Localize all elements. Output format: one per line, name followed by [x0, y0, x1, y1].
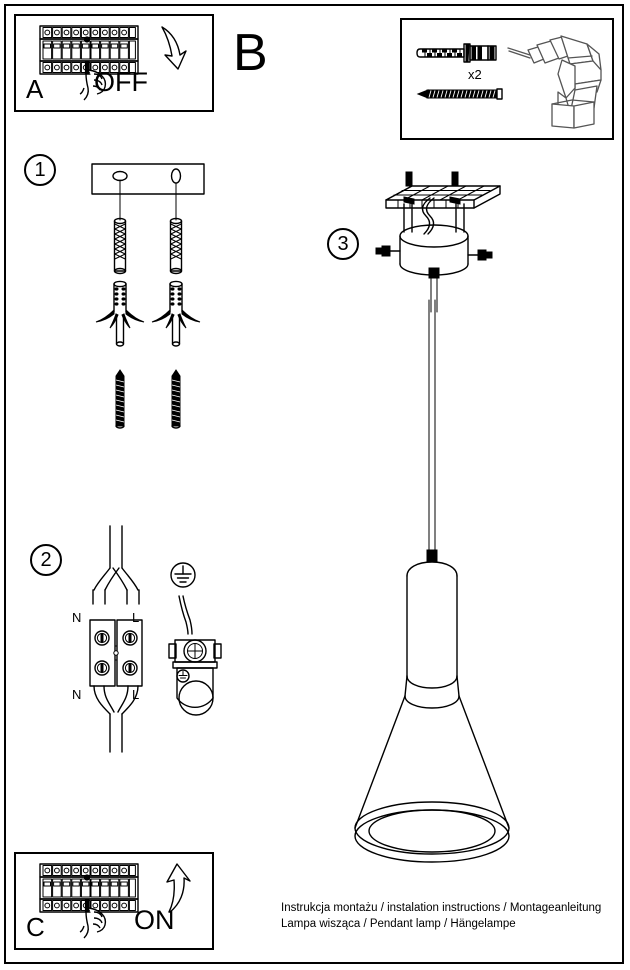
terminal-label-top-n: N — [72, 610, 82, 625]
step-2-wiring-diagram — [72, 524, 162, 754]
screw-icon — [416, 86, 516, 102]
electric-drill-icon — [506, 30, 610, 134]
terminal-label-top-l: L — [132, 610, 140, 625]
panel-power-on: C ON — [14, 852, 214, 950]
panel-power-off: A OFF — [14, 14, 214, 112]
earth-ground-connector-diagram — [165, 560, 235, 740]
terminal-label-bottom-n: N — [72, 687, 82, 702]
canopy-screw-left — [375, 245, 401, 257]
screw-right — [171, 369, 181, 429]
suspension-cable — [426, 299, 438, 563]
arrow-down-icon — [144, 24, 194, 76]
caption-block: Instrukcja montażu / instalation instruc… — [281, 900, 621, 932]
wall-plug-icon — [416, 40, 506, 66]
panel-b-letter: B — [233, 24, 268, 82]
panel-tools: x2 — [400, 18, 614, 140]
circuit-breaker-panel-on-icon — [36, 860, 146, 939]
circuit-breaker-panel-off-icon — [36, 22, 146, 101]
screw-left — [115, 369, 125, 429]
pendant-lamp-product — [330, 299, 560, 880]
tools-quantity-label: x2 — [468, 67, 482, 82]
arrow-up-icon — [144, 860, 194, 916]
caption-line-2: Lampa wisząca / Pendant lamp / Hängelamp… — [281, 918, 516, 930]
lamp-shade — [354, 561, 510, 863]
power-off-label: OFF — [94, 67, 148, 97]
step-2-number: 2 — [30, 544, 62, 576]
step-3-canopy-diagram — [368, 171, 518, 313]
terminal-screws — [94, 630, 138, 676]
earth-ground-icon — [170, 562, 196, 588]
page-border — [4, 4, 624, 964]
power-on-label: ON — [134, 905, 175, 935]
dowel-right — [169, 217, 183, 275]
step-1-diagram — [78, 158, 218, 448]
dowel-left — [113, 217, 127, 275]
step-1-number: 1 — [24, 154, 56, 186]
caption-line-1: Instrukcja montażu / instalation instruc… — [281, 902, 602, 914]
wall-plug-expanded-right — [151, 280, 201, 347]
step-3-number: 3 — [327, 228, 359, 260]
terminal-label-bottom-l: L — [132, 687, 140, 702]
canopy-screw-right — [467, 249, 493, 261]
panel-c-letter: C — [26, 912, 45, 942]
wall-plug-expanded-left — [95, 280, 145, 347]
panel-a-letter: A — [26, 74, 44, 104]
